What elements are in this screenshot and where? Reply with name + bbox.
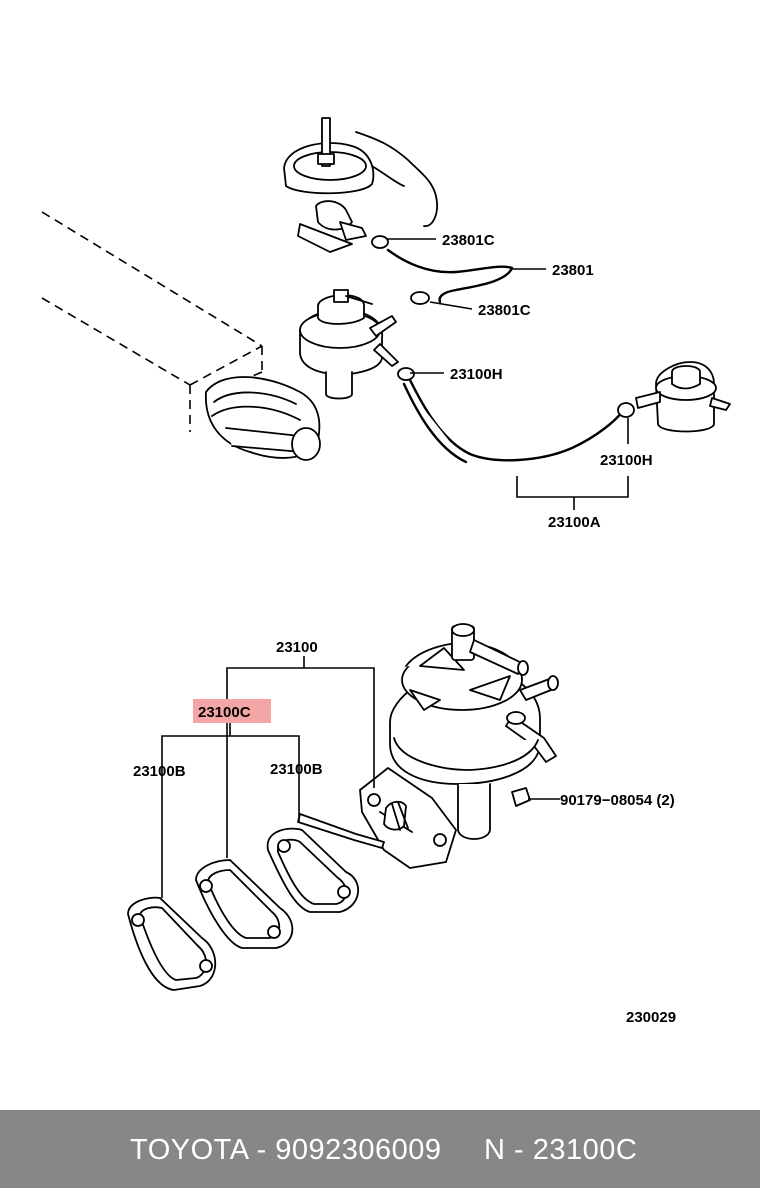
callout-23801c-top[interactable]: 23801C: [442, 232, 495, 249]
hose-23801: [371, 235, 514, 305]
footer-reference-code: N - 23100C: [484, 1134, 638, 1166]
parts-diagram: 23801C 23801 23801C 23100H 23100H 23100A…: [41, 117, 731, 1026]
callout-90179-08054[interactable]: 90179−08054 (2): [560, 792, 675, 809]
gasket-middle: [195, 859, 294, 949]
lower-leaders: [161, 656, 560, 898]
callout-23100[interactable]: 23100: [276, 639, 318, 656]
vacuum-valve: [299, 289, 399, 400]
vacuum-module-top: [283, 117, 438, 253]
gasket-left: [127, 896, 217, 991]
fuel-pump: [297, 623, 559, 869]
callout-23100h-top[interactable]: 23100H: [450, 366, 503, 383]
highlight-23100c: [193, 699, 271, 723]
pressure-regulator-right: [635, 361, 731, 433]
upper-leaders: [386, 238, 629, 510]
callout-23100c[interactable]: 23100C: [198, 704, 251, 721]
footer-brand-part-number: TOYOTA - 9092306009: [130, 1134, 442, 1166]
intake-elbow: [205, 376, 321, 461]
callout-23801c-bottom[interactable]: 23801C: [478, 302, 531, 319]
callout-23100b-right[interactable]: 23100B: [270, 761, 323, 778]
footer-bar: TOYOTA - 9092306009 N - 23100C: [0, 1110, 760, 1188]
callout-23100b-left[interactable]: 23100B: [133, 763, 186, 780]
hose-23100A: [397, 367, 635, 464]
figure-number: 230029: [626, 1009, 676, 1026]
engine-block-outline: [41, 211, 263, 432]
callout-23801[interactable]: 23801: [552, 262, 594, 279]
gasket-right: [266, 827, 360, 913]
callout-23100h-right[interactable]: 23100H: [600, 452, 653, 469]
callout-23100a[interactable]: 23100A: [548, 514, 601, 531]
